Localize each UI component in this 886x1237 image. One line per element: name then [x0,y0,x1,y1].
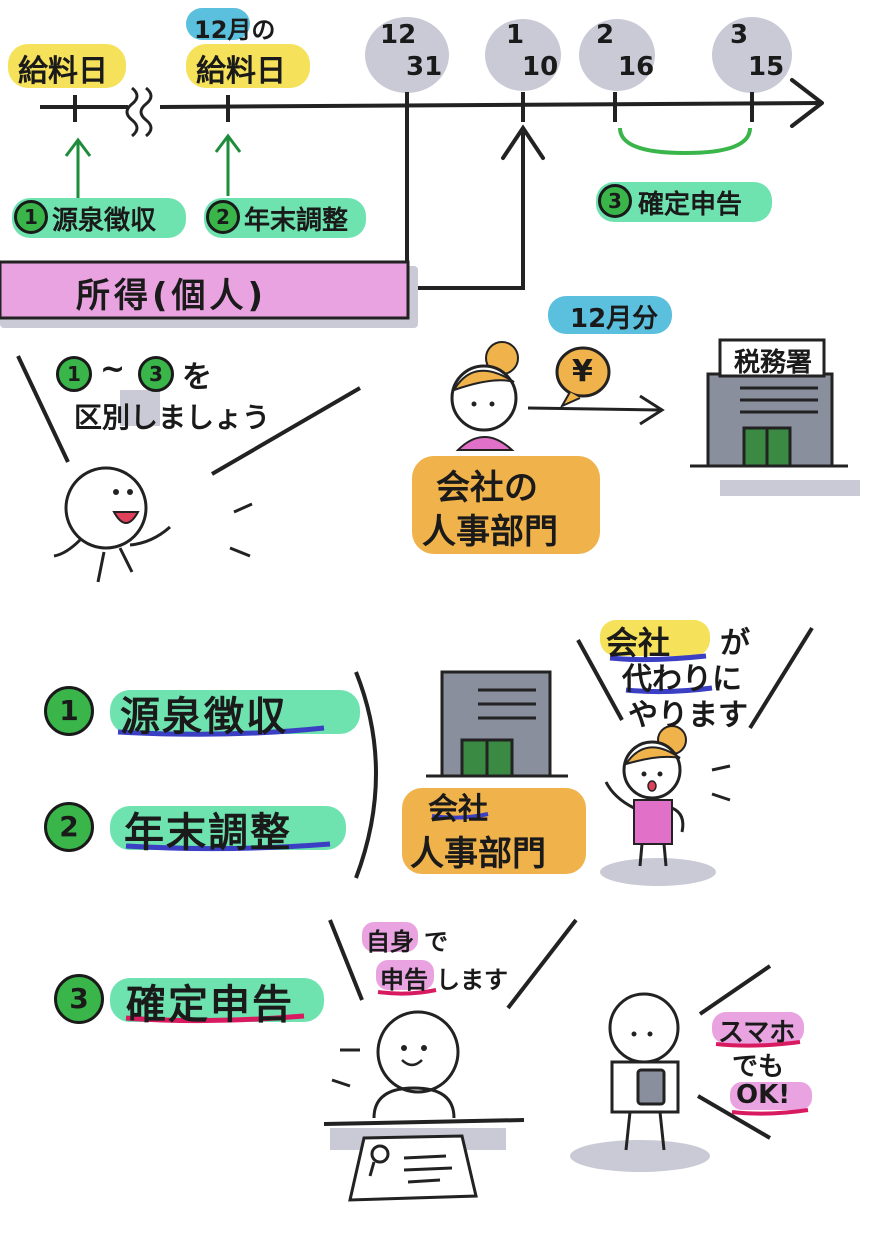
step2-highlight [204,198,366,238]
date-bubble-0315 [712,17,792,93]
payday-highlight [8,44,126,88]
company-label-bg [402,788,586,874]
company-label: 会社 [428,792,488,827]
self-line2a: 申告 [380,966,428,994]
desk-person-head [376,1010,460,1094]
distinguish-to-badge: 3 [138,356,174,392]
tax-office-label: 税務署 [734,348,813,378]
speech-line2: 代わりに [622,662,742,697]
self-line2b: します [436,966,508,994]
step2-number-badge: 2 [206,200,240,234]
speech-line3: やります [628,698,748,733]
date-0216-top: 2 [596,20,615,50]
hr-to-tax-office [412,296,860,554]
date-0315-top: 3 [730,20,749,50]
timeline [0,8,824,328]
paper-document [348,1134,478,1202]
s3-step3-badge: 3 [54,974,104,1024]
self-line1a: 自身 [366,928,414,956]
dec-note-label: 12月の [194,16,276,44]
speech-ga: が [720,626,750,661]
smartphone-icon [636,1068,666,1106]
s2-withholding-highlight [110,690,360,734]
dec-payday-highlight [186,44,310,88]
distinguish-scene [16,355,362,583]
s2-withholding-label: 源泉徴収 [120,694,288,740]
s2-step1-badge: 1 [44,686,94,736]
step2-label: 年末調整 [244,206,349,236]
step1-label: 源泉徴収 [52,206,157,236]
date-bubble-1231 [365,17,449,93]
date-bubble-0216 [579,19,655,91]
date-bubble-0110 [485,19,561,91]
s3-taxreturn-label: 確定申告 [126,982,294,1028]
phone-line3: OK! [736,1080,791,1110]
step1-number-badge: 1 [14,200,48,234]
section-self-filing [110,918,812,1202]
s3-taxreturn-highlight [110,978,324,1022]
income-bar [0,260,410,320]
company-woman-body [633,799,673,845]
distinguish-tilde: ~ [100,352,126,387]
self-line1b: で [424,928,448,956]
phone-line2: でも [732,1052,785,1082]
hr-label-line1: 会社の [436,468,538,508]
hr-label-line2: 人事部門 [422,512,558,552]
date-0110-bottom: 10 [522,52,559,82]
stick-figure-head [64,466,148,550]
dec-note-highlight [186,8,250,40]
section-company-does [110,620,814,886]
december-label-bg [548,296,672,334]
step1-highlight [12,198,186,238]
yen-symbol: ¥ [572,354,593,389]
speech-company: 会社 [606,624,671,662]
company-hr-label: 人事部門 [410,834,546,874]
distinguish-line2: 区別しましょう [74,401,271,434]
date-1231-top: 12 [380,20,417,50]
speech-company-highlight [600,620,710,656]
december-label: 12月分 [570,304,659,334]
s2-yearend-highlight [110,806,346,850]
date-0315-bottom: 15 [748,52,785,82]
income-bar-label: 所得(個人) [76,276,268,316]
step3-label: 確定申告 [638,190,743,220]
date-0216-bottom: 16 [618,52,655,82]
hr-label-bg [412,456,600,554]
yen-bubble [555,346,611,398]
phone-line1: スマホ [718,1018,796,1048]
s2-yearend-label: 年末調整 [124,810,292,856]
dec-payday-label: 給料日 [196,54,286,89]
date-0110-top: 1 [506,20,525,50]
step3-highlight [596,182,772,222]
date-1231-bottom: 31 [406,52,443,82]
phone-person-head [608,992,680,1064]
distinguish-from-badge: 1 [56,356,92,392]
payday-label: 給料日 [18,54,108,89]
distinguish-wo: を [182,360,212,395]
step3-number-badge: 3 [598,184,632,218]
tax-office-sign [718,338,826,378]
s2-step2-badge: 2 [44,802,94,852]
